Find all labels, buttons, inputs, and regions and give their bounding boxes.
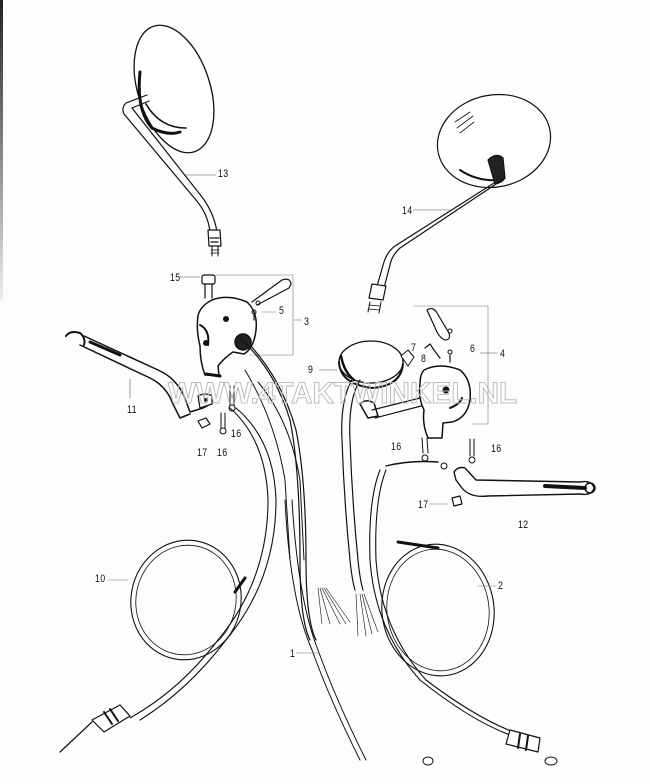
label-17b: 17 — [418, 499, 429, 511]
switch-housing — [318, 340, 426, 419]
label-17a: 17 — [197, 447, 208, 459]
label-14: 14 — [402, 205, 413, 217]
left-lever-holder — [196, 278, 302, 378]
wiring-harness — [239, 337, 379, 761]
brake-lever — [385, 460, 596, 507]
label-13: 13 — [218, 168, 229, 180]
label-12: 12 — [518, 519, 529, 531]
brake-cable — [369, 469, 558, 766]
label-5: 5 — [279, 305, 285, 317]
label-10: 10 — [95, 573, 106, 585]
label-7: 7 — [411, 342, 417, 354]
watermark: WWW.4TAKTWINKEL.NL — [168, 377, 518, 411]
right-lever-holder — [413, 305, 498, 464]
label-3: 3 — [304, 316, 310, 328]
left-mirror — [122, 24, 222, 257]
label-11: 11 — [127, 404, 137, 416]
label-16b: 16 — [217, 447, 228, 459]
label-9: 9 — [308, 364, 314, 376]
clutch-cable — [59, 407, 277, 753]
label-16c: 16 — [391, 441, 402, 453]
scan-edge-shadow — [0, 0, 3, 300]
mirror-adapter-bolt — [179, 274, 294, 356]
label-4: 4 — [500, 348, 506, 360]
label-8: 8 — [421, 353, 427, 365]
clutch-lever — [65, 331, 236, 435]
label-15: 15 — [170, 272, 181, 284]
label-6: 6 — [470, 343, 476, 355]
label-2: 2 — [498, 580, 504, 592]
label-16a: 16 — [231, 428, 242, 440]
label-16d: 16 — [491, 443, 502, 455]
right-mirror — [367, 93, 552, 314]
label-1: 1 — [290, 648, 296, 660]
